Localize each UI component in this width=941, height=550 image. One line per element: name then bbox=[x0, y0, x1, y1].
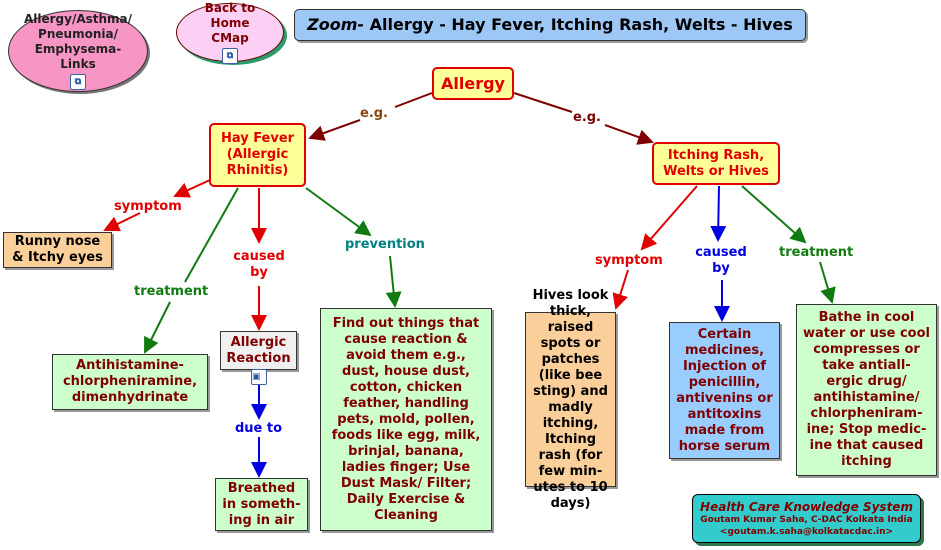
node-antihistamine: Antihistamine- chlorpheniramine, dimenhy… bbox=[52, 354, 208, 410]
link-treatment-right: treatment bbox=[779, 245, 854, 260]
node-hives: Hives look thick, raised spots or patche… bbox=[525, 288, 616, 511]
link-eg-left: e.g. bbox=[360, 106, 388, 121]
node-find-out: Find out things that cause reaction & av… bbox=[320, 308, 492, 531]
back-home-label: Back to Home CMap bbox=[204, 1, 256, 45]
link-prevention: prevention bbox=[345, 237, 425, 252]
links-node-label: Allergy/Asthma/ Pneumonia/ Emphysema- Li… bbox=[23, 12, 133, 71]
node-certain-medicines: Certain medicines, Injection of penicill… bbox=[669, 322, 780, 459]
title-zoom: Zoom- bbox=[307, 15, 365, 34]
node-itching-rash: Itching Rash, Welts or Hives bbox=[652, 142, 780, 185]
node-breathed: Breathed in someth- ing in air bbox=[215, 478, 308, 531]
node-allergic-reaction: Allergic Reaction bbox=[220, 331, 297, 370]
footer-email: <goutam.k.saha@kolkatacdac.in> bbox=[719, 526, 894, 537]
node-hay-fever: Hay Fever (Allergic Rhinitis) bbox=[209, 123, 306, 187]
page-title: Zoom- Allergy - Hay Fever, Itching Rash,… bbox=[294, 9, 806, 41]
node-runny-nose: Runny nose & Itchy eyes bbox=[3, 232, 112, 268]
link-eg-right: e.g. bbox=[573, 110, 601, 125]
link-symptom-right: symptom bbox=[595, 253, 663, 268]
link-symptom-left: symptom bbox=[114, 199, 182, 214]
link-treatment-left: treatment bbox=[134, 284, 209, 299]
link-due-to: due to bbox=[235, 421, 283, 436]
node-bathe: Bathe in cool water or use cool compress… bbox=[796, 304, 937, 476]
footer-title: Health Care Knowledge System bbox=[700, 499, 913, 514]
node-allergy: Allergy bbox=[432, 67, 514, 100]
link-caused-by-left: caused by bbox=[233, 249, 285, 280]
title-text: Allergy - Hay Fever, Itching Rash, Welts… bbox=[364, 15, 793, 34]
cmap-link-icon[interactable]: ⧉ bbox=[222, 48, 238, 64]
link-caused-by-right: caused by bbox=[695, 245, 747, 276]
footer-credit: Health Care Knowledge System Goutam Kuma… bbox=[692, 494, 921, 543]
image-resource-icon[interactable]: ▣ bbox=[251, 369, 267, 385]
links-node[interactable]: Allergy/Asthma/ Pneumonia/ Emphysema- Li… bbox=[8, 10, 148, 92]
footer-author: Goutam Kumar Saha, C-DAC Kolkata India bbox=[700, 514, 913, 525]
allergic-reaction-label: Allergic Reaction bbox=[226, 334, 291, 366]
back-home-node[interactable]: Back to Home CMap ⧉ bbox=[176, 1, 284, 64]
cmap-link-icon[interactable]: ⧉ bbox=[70, 74, 86, 90]
